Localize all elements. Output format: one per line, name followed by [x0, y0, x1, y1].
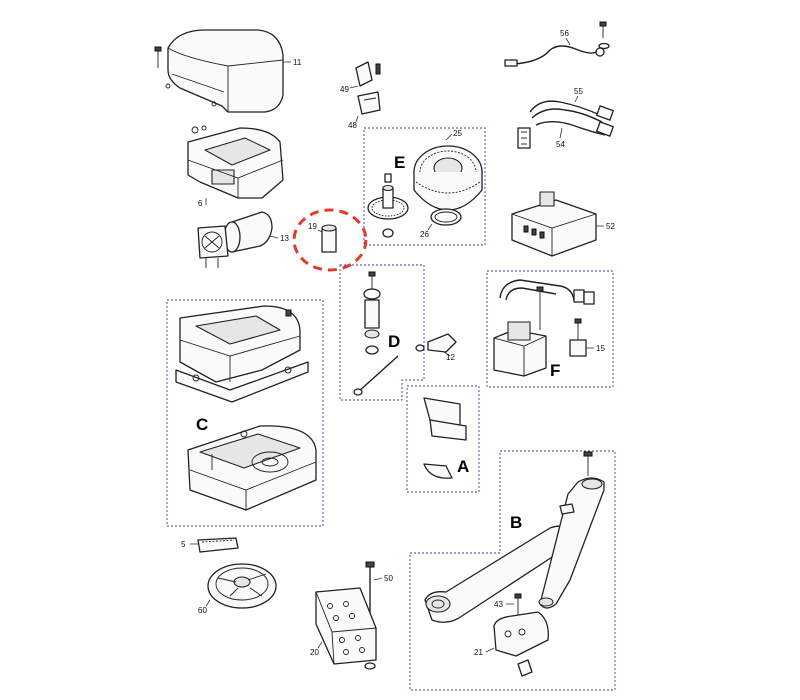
group-label-f: F [550, 361, 560, 380]
group-box-a [406, 385, 480, 493]
part-6-control-housing [187, 125, 284, 205]
part-25-large-gear [413, 133, 483, 211]
part-number-11: 11 [293, 58, 302, 67]
part-number-48: 48 [348, 121, 357, 130]
part-number-43: 43 [494, 600, 503, 609]
part-b-arm-assembly [424, 451, 605, 623]
part-5-gear-ring [190, 537, 239, 553]
part-number-15: 15 [596, 344, 605, 353]
group-box-f [486, 270, 614, 388]
part-13-motor [197, 211, 279, 268]
part-54-plug-connector [517, 127, 563, 149]
part-52-terminal-block [511, 191, 604, 257]
group-label-d: D [388, 332, 400, 351]
part-f-transformer [493, 279, 595, 377]
part-number-55: 55 [574, 87, 583, 96]
part-20-mounting-plate [315, 587, 377, 670]
part-43-pin [506, 593, 522, 616]
part-number-56: 56 [560, 29, 569, 38]
part-19-spacer-sleeve [317, 224, 337, 253]
part-a-release-cover [423, 397, 467, 479]
part-number-60: 60 [198, 606, 207, 615]
part-56-ground-cable [504, 21, 610, 67]
part-15-switch [569, 318, 594, 357]
group-label-e: E [394, 153, 405, 172]
part-12-bracket [415, 333, 457, 357]
part-50-bolt [365, 561, 383, 616]
group-box-b [409, 450, 616, 691]
group-box-d [339, 264, 425, 401]
part-21-arm-bracket [485, 611, 549, 677]
group-label-b: B [510, 513, 522, 532]
highlight-circle [292, 208, 368, 272]
part-26-ring [427, 208, 462, 231]
part-gear-pinion [367, 173, 409, 238]
part-c-base-housing [175, 305, 309, 403]
group-label-c: C [196, 415, 208, 434]
group-label-a: A [457, 457, 469, 476]
part-number-12: 12 [446, 353, 455, 362]
part-number-54: 54 [556, 140, 565, 149]
part-48-connector-block [355, 91, 381, 123]
part-number-20: 20 [310, 648, 319, 657]
part-number-5: 5 [181, 540, 186, 549]
group-box-e [363, 127, 486, 246]
part-number-50: 50 [384, 574, 393, 583]
part-49-connector-clip [349, 61, 381, 89]
part-number-49: 49 [340, 85, 349, 94]
part-55-wiring-harness [529, 95, 614, 137]
part-number-52: 52 [606, 222, 615, 231]
part-number-13: 13 [280, 234, 289, 243]
group-box-c [166, 299, 324, 527]
part-c-bottom-housing [187, 425, 317, 511]
part-number-21: 21 [474, 648, 483, 657]
part-11-top-cover [154, 29, 291, 113]
part-number-26: 26 [420, 230, 429, 239]
part-d-pivot-assembly [353, 271, 399, 396]
part-number-19: 19 [308, 222, 317, 231]
part-60-disc [205, 563, 277, 609]
part-number-25: 25 [453, 129, 462, 138]
part-number-6: 6 [198, 199, 203, 208]
